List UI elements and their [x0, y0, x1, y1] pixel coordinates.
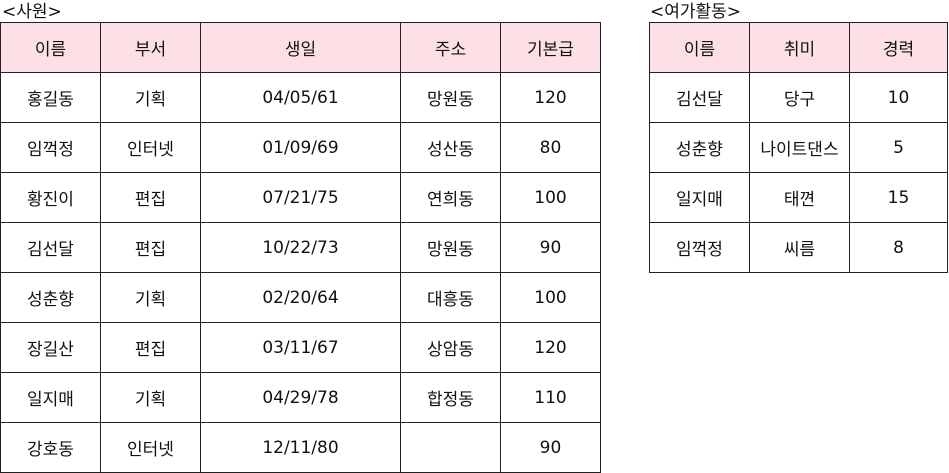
cell-address: 망원동	[400, 222, 501, 273]
header-cell-name: 이름	[649, 22, 750, 73]
cell-department: 기획	[100, 72, 201, 123]
header-cell-birthday: 생일	[200, 22, 401, 73]
cell-base-salary: 100	[500, 272, 601, 323]
cell-base-salary: 90	[500, 222, 601, 273]
cell-name: 일지매	[0, 372, 101, 423]
cell-department: 편집	[100, 222, 201, 273]
cell-name: 성춘향	[0, 272, 101, 323]
cell-address: 연희동	[400, 172, 501, 223]
cell-name: 임꺽정	[0, 122, 101, 173]
cell-experience: 8	[849, 222, 948, 273]
cell-department: 기획	[100, 372, 201, 423]
cell-experience: 15	[849, 172, 948, 223]
cell-hobby: 태껸	[749, 172, 850, 223]
cell-name: 일지매	[649, 172, 750, 223]
header-cell-address: 주소	[400, 22, 501, 73]
cell-department: 편집	[100, 172, 201, 223]
cell-name: 홍길동	[0, 72, 101, 123]
cell-address	[400, 422, 501, 473]
cell-name: 강호동	[0, 422, 101, 473]
hobby-table-caption: <여가활동>	[650, 2, 742, 22]
cell-birthday: 04/29/78	[200, 372, 401, 423]
cell-name: 성춘향	[649, 122, 750, 173]
cell-birthday: 07/21/75	[200, 172, 401, 223]
header-cell-department: 부서	[100, 22, 201, 73]
cell-experience: 5	[849, 122, 948, 173]
cell-base-salary: 120	[500, 322, 601, 373]
cell-hobby: 당구	[749, 72, 850, 123]
cell-department: 편집	[100, 322, 201, 373]
cell-name: 김선달	[649, 72, 750, 123]
cell-birthday: 10/22/73	[200, 222, 401, 273]
header-cell-hobby: 취미	[749, 22, 850, 73]
cell-base-salary: 110	[500, 372, 601, 423]
cell-base-salary: 120	[500, 72, 601, 123]
cell-name: 장길산	[0, 322, 101, 373]
cell-birthday: 03/11/67	[200, 322, 401, 373]
cell-birthday: 02/20/64	[200, 272, 401, 323]
employee-table-caption: <사원>	[2, 2, 62, 22]
cell-name: 김선달	[0, 222, 101, 273]
cell-address: 상암동	[400, 322, 501, 373]
cell-base-salary: 100	[500, 172, 601, 223]
header-cell-experience: 경력	[849, 22, 948, 73]
cell-department: 인터넷	[100, 122, 201, 173]
cell-address: 대흥동	[400, 272, 501, 323]
cell-birthday: 04/05/61	[200, 72, 401, 123]
cell-address: 성산동	[400, 122, 501, 173]
header-cell-base-salary: 기본급	[500, 22, 601, 73]
cell-name: 황진이	[0, 172, 101, 223]
cell-address: 합정동	[400, 372, 501, 423]
cell-department: 기획	[100, 272, 201, 323]
cell-birthday: 12/11/80	[200, 422, 401, 473]
cell-birthday: 01/09/69	[200, 122, 401, 173]
cell-base-salary: 80	[500, 122, 601, 173]
cell-base-salary: 90	[500, 422, 601, 473]
cell-hobby: 씨름	[749, 222, 850, 273]
header-cell-name: 이름	[0, 22, 101, 73]
cell-experience: 10	[849, 72, 948, 123]
employee-header-row: 이름 부서 생일 주소 기본급	[0, 22, 601, 73]
cell-department: 인터넷	[100, 422, 201, 473]
cell-hobby: 나이트댄스	[749, 122, 850, 173]
cell-name: 임꺽정	[649, 222, 750, 273]
hobby-header-row: 이름 취미 경력	[649, 22, 948, 73]
cell-address: 망원동	[400, 72, 501, 123]
